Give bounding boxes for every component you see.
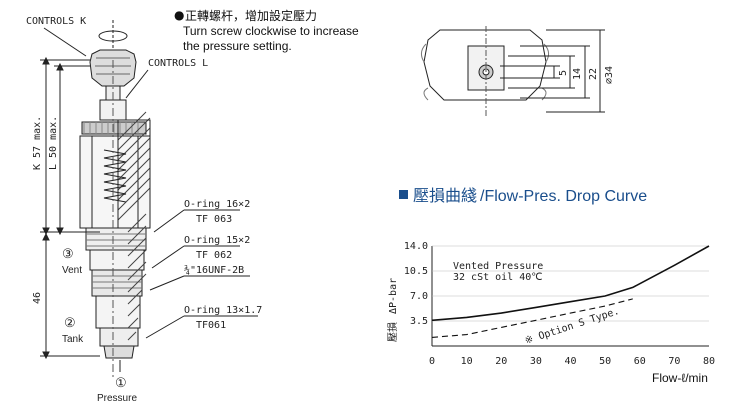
- chart-x-tick-label: 50: [599, 356, 611, 367]
- valve-body: [79, 135, 151, 229]
- port1-number: ①: [115, 375, 127, 390]
- knob-dim-14: 14: [572, 68, 583, 80]
- chart-legend-line1: Vented Pressure: [453, 261, 543, 272]
- chart-y-tick-label: 14.0: [404, 241, 428, 252]
- chart-x-tick-label: 60: [634, 356, 646, 367]
- oring2-name: O-ring 15×2: [184, 235, 250, 246]
- chart-x-tick-label: 0: [429, 356, 435, 367]
- chart-title-marker: [399, 190, 408, 199]
- chart-x-tick-label: 80: [703, 356, 715, 367]
- knob-dim-34: ⌀34: [604, 66, 615, 84]
- dim-k-label: K 57 max.: [32, 116, 43, 170]
- note-en-line2: the pressure setting.: [183, 39, 292, 53]
- chart-y-tick-label: 7.0: [410, 291, 428, 302]
- chart-x-tick-label: 10: [461, 356, 473, 367]
- port2-number: ②: [64, 315, 76, 330]
- dimension-lines: [40, 56, 100, 360]
- chart-ylabel-unit: ΔP-bar: [388, 278, 399, 314]
- controls-l-label: CONTROLS L: [148, 58, 208, 69]
- chart-y-tick-label: 3.5: [410, 316, 428, 327]
- spring: [103, 149, 127, 203]
- chart-series-line-dashed: [431, 298, 633, 338]
- chart-series-line-solid: [431, 245, 710, 322]
- oring3-name: O-ring 13×1.7: [184, 305, 262, 316]
- dim-46-label: 46: [32, 292, 43, 304]
- chart-title-cn: 壓損曲綫: [413, 187, 477, 205]
- port1-name: Pressure: [97, 393, 137, 404]
- chart-x-tick-label: 30: [530, 356, 542, 367]
- oring-leaders: [145, 209, 258, 339]
- chart-legend-line2: 32 cSt oil 40℃: [453, 272, 543, 283]
- port2-name: Tank: [62, 334, 84, 345]
- chart-x-tick-label: 70: [668, 356, 680, 367]
- port3-number: ③: [62, 246, 74, 261]
- valve-cross-section: [79, 20, 151, 380]
- port3-name: Vent: [62, 265, 82, 276]
- chart-annotation: ※ Option S Type.: [524, 306, 621, 347]
- knob-dim-5: 5: [558, 70, 569, 76]
- oring3-code: TF061: [196, 320, 226, 331]
- knob-dim-22: 22: [588, 68, 599, 80]
- chart-x-tick-label: 20: [495, 356, 507, 367]
- chart-ylabel-cn: 壓損: [386, 322, 399, 342]
- chart-x-tick-label: 40: [564, 356, 576, 367]
- oring1-name: O-ring 16×2: [184, 199, 250, 210]
- knob-detail: [420, 26, 605, 118]
- oring1-code: TF 063: [196, 214, 232, 225]
- dim-l-label: L 50 max.: [48, 116, 59, 170]
- chart-xlabel: Flow-ℓ/min: [652, 371, 708, 385]
- oring2-code: TF 062: [196, 250, 232, 261]
- thread-spec: ¾"16UNF-2B: [184, 264, 244, 276]
- note-cn: 正轉螺杆，增加設定壓力: [185, 8, 317, 23]
- controls-k-label: CONTROLS K: [26, 16, 86, 27]
- chart-title-en: /Flow-Pres. Drop Curve: [480, 188, 647, 205]
- note-en-line1: Turn screw clockwise to increase: [183, 24, 359, 38]
- chart-y-tick-label: 10.5: [404, 266, 428, 277]
- pressure-drop-chart: 0 10 20 30 40 50 60 70 80 3.5 7.0 10.5 14.0: [404, 241, 715, 367]
- note-bullet: ●: [174, 8, 184, 22]
